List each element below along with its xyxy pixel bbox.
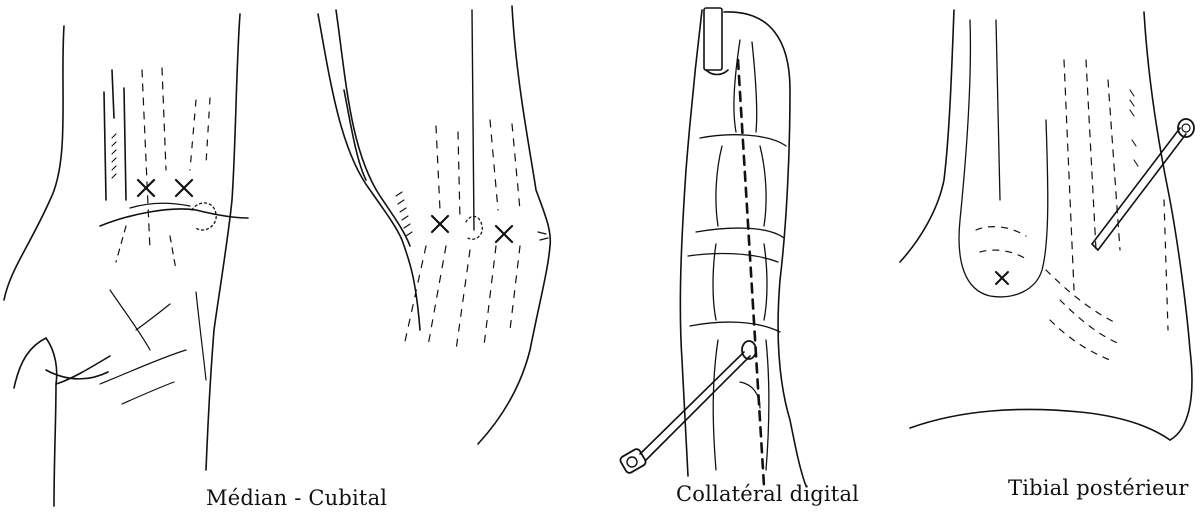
caption-tibial-posterieur: Tibial postérieur [1008, 476, 1189, 500]
middle-phalanx [716, 146, 766, 226]
stim-point-cubital [176, 180, 192, 196]
ankle-dashed-curve [1046, 270, 1120, 360]
stim-point-elbow-2 [496, 226, 512, 242]
epicondyle-mark [538, 232, 548, 240]
elbow-left-outline-2 [336, 10, 410, 246]
tendon-dashed-2 [162, 68, 166, 170]
palm-crease-5 [136, 304, 170, 330]
ankle-dashed-1 [1064, 60, 1074, 290]
proximal-phalanx [713, 244, 767, 320]
palm-crease-3 [122, 382, 174, 404]
tendon-dashed-4 [206, 98, 210, 164]
joint-line-4 [688, 254, 778, 262]
elbow-dashed-5 [404, 246, 426, 346]
hatching-elbow [396, 192, 412, 236]
digital-nerve [738, 60, 764, 486]
joint-line-3 [690, 322, 780, 332]
ankle-dashed-2 [1086, 60, 1096, 250]
tendon-dashed-1 [142, 70, 150, 250]
elbow-dashed-7 [456, 250, 470, 350]
palm-crease-4 [196, 292, 206, 380]
distal-phalanx [734, 40, 757, 132]
ankle-right-outline [1144, 12, 1192, 440]
caption-median-cubital: Médian - Cubital [206, 486, 387, 510]
tendon-dashed-5 [116, 226, 126, 262]
wrist-crease [100, 209, 248, 226]
stim-point-median [138, 180, 154, 196]
pisiform-dotted [192, 203, 216, 230]
tendon-solid-1 [104, 92, 106, 200]
wrist-crease-2 [130, 203, 190, 208]
hatching-wrist [112, 134, 116, 178]
palm-left-edge [54, 384, 56, 506]
finger-drawing [619, 8, 806, 486]
wrist-right-outline [206, 14, 240, 470]
ankle-drawing [900, 10, 1194, 440]
stim-point-tibial [996, 272, 1008, 284]
tendon-dashed-6 [170, 236, 176, 270]
nail [704, 8, 722, 70]
hatching-ankle [1130, 90, 1138, 166]
elbow-left-outline-1 [318, 14, 420, 330]
caption-collateral-digital: Collatéral digital [676, 482, 859, 506]
elbow-dashed-1 [436, 126, 440, 210]
ankle-dashed-4 [1164, 200, 1168, 330]
ankle-tendon-1 [996, 20, 1000, 200]
tendon-dashed-3 [190, 100, 196, 170]
malleolus-dashed [976, 227, 1028, 260]
thumb-contour [14, 338, 110, 388]
elbow-dashed-6 [428, 246, 446, 346]
elbow-dashed-3 [490, 120, 498, 210]
finger-outline-left [680, 10, 702, 476]
heel-contour [910, 409, 1170, 440]
elbow-biceps-line [472, 10, 474, 230]
wrist-left-outline [4, 26, 64, 300]
tendon-solid-3 [124, 88, 126, 200]
elbow-dashed-2 [458, 132, 460, 220]
electrode-tibial [1092, 119, 1194, 250]
ankle-left-outline [900, 10, 954, 262]
elbow-dashed-9 [510, 246, 520, 330]
palm-crease-1 [110, 290, 150, 350]
wrist-drawing [4, 14, 248, 506]
palm-crease-2 [100, 350, 186, 384]
elbow-dashed-4 [512, 124, 520, 210]
stim-point-elbow-1 [432, 216, 448, 232]
tendon-solid-2 [112, 70, 114, 118]
elbow-drawing [318, 6, 550, 444]
elbow-dashed-8 [484, 246, 496, 346]
elbow-right-outline [478, 6, 550, 444]
joint-line-2 [696, 228, 784, 238]
malleolus [959, 20, 1048, 297]
